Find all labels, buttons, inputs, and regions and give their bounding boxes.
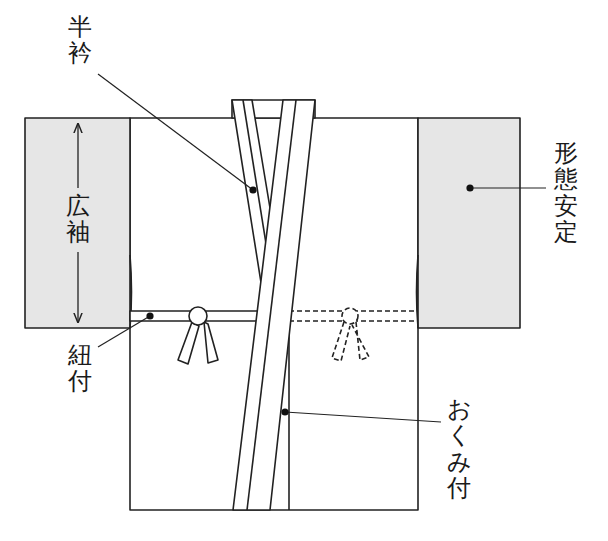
right-sleeve (418, 118, 520, 328)
leader-dot (146, 184, 473, 415)
part-label: 半衿 (68, 14, 92, 67)
part-label: おくみ付 (447, 396, 471, 502)
collar-band (233, 100, 315, 510)
armpit-curve (417, 255, 419, 328)
leader-line (98, 74, 546, 422)
left-sleeve (25, 118, 130, 328)
part-label: 紐付 (68, 342, 92, 395)
part-label: 形態安定 (554, 140, 578, 246)
hidden-tie (289, 308, 418, 361)
tie-tail (178, 322, 199, 364)
part-label: 広袖 (66, 193, 90, 246)
collar-inner-line (247, 100, 296, 510)
tie-knot (189, 307, 207, 325)
tie-tail (204, 322, 218, 363)
